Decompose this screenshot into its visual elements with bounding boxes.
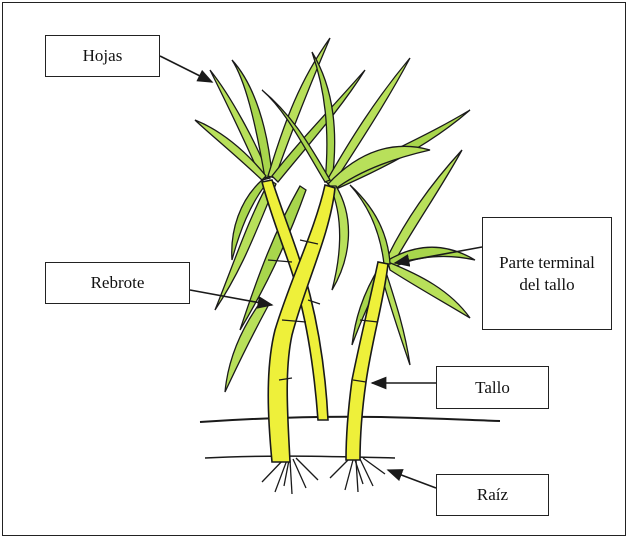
leaves — [195, 38, 475, 392]
label-rebrote: Rebrote — [45, 262, 190, 304]
label-raiz: Raíz — [436, 474, 549, 516]
stems — [262, 180, 388, 462]
ground-line-lower — [205, 456, 395, 458]
label-hojas: Hojas — [45, 35, 160, 77]
label-parte-terminal: Parte terminal del tallo — [482, 217, 612, 330]
label-tallo: Tallo — [436, 366, 549, 409]
arrow-hojas — [160, 56, 212, 82]
roots — [262, 458, 385, 494]
arrow-raiz — [388, 470, 436, 488]
